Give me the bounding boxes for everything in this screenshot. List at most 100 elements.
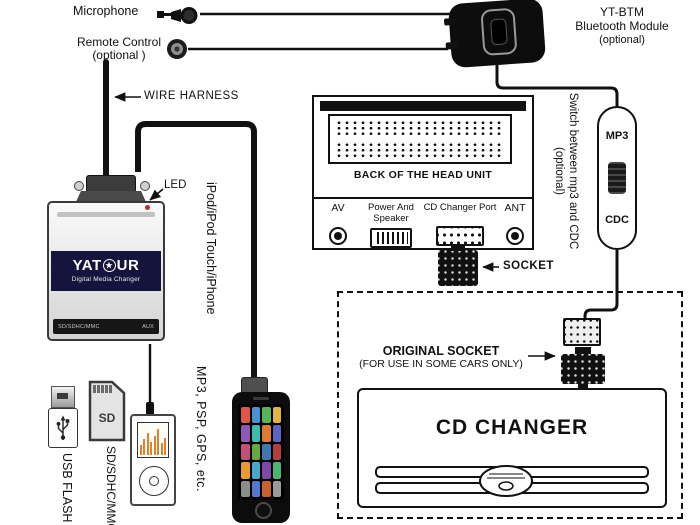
yatour-subtitle: Digital Media Changer (71, 276, 141, 283)
app-icon (241, 407, 250, 424)
socket-label: SOCKET (503, 260, 554, 272)
app-icon (251, 407, 260, 424)
port-av: AV (318, 203, 358, 245)
power-speaker-connector-icon (370, 228, 412, 248)
aux-plug (146, 402, 154, 415)
switch-cdc-label: CDC (605, 214, 629, 226)
original-socket-label-line2: (FOR USE IN SOME CARS ONLY) (359, 358, 523, 370)
led-indicator (145, 205, 150, 210)
eq-bar (160, 443, 163, 455)
sd-card-label: SD/SDHC/MMC (104, 446, 118, 525)
switch-vertical-label-line1: Switch between mp3 and CDC (567, 92, 579, 250)
original-socket-connector (560, 318, 606, 390)
app-icon (272, 462, 281, 479)
remote-control-label-line2: (optional ) (92, 48, 146, 62)
iphone-home-button (254, 502, 272, 519)
microphone-label: Microphone (73, 4, 139, 18)
eq-bar (143, 439, 146, 455)
head-unit: BACK OF THE HEAD UNIT AV Power And Speak… (312, 95, 534, 250)
app-icon (251, 462, 260, 479)
mp3-cdc-switch: MP3 CDC (597, 106, 637, 250)
switch-vertical-label: Switch between mp3 and CDC (optional) (552, 86, 580, 256)
app-icon (272, 425, 281, 442)
original-socket-stub (578, 384, 588, 390)
app-icon (251, 443, 260, 461)
port-power-label: Power And Speaker (368, 202, 414, 224)
eq-bar (164, 438, 166, 455)
bluetooth-module (443, 0, 547, 69)
slot-label: SD/SDHC/MMC (58, 323, 100, 330)
sd-logo-text: SD (99, 411, 116, 425)
led-arrow (149, 188, 164, 201)
usb-flash-drive (48, 386, 78, 448)
usb-flash-label: USB FLASH (60, 453, 74, 523)
port-cd-label: CD Changer Port (423, 202, 497, 213)
ant-jack-icon (506, 227, 524, 245)
bt-cable-stub (445, 41, 459, 50)
eq-bar (150, 442, 153, 455)
mp3-player-screen (137, 422, 169, 458)
connector-holes (335, 120, 505, 136)
bt-module-button (490, 18, 508, 46)
bt-to-switch-wire (495, 60, 619, 108)
bt-module-label-line3: (optional) (599, 34, 645, 46)
logo-prefix: YAT (72, 257, 102, 274)
port-av-label: AV (331, 202, 345, 214)
app-icon (272, 407, 281, 424)
app-icon (241, 443, 250, 461)
microphone-icon (157, 7, 198, 24)
mp3-player (130, 414, 176, 506)
remote-control-label-line1: Remote Control (76, 35, 162, 49)
brand-band: YAT★UR Digital Media Changer (51, 251, 161, 291)
usb-connector-hole (57, 393, 68, 399)
cd-changer-title: CD CHANGER (435, 416, 589, 439)
aux-label: AUX (142, 323, 154, 330)
cd-changer-unit: CD CHANGER (357, 388, 667, 508)
connector-screw (140, 181, 150, 191)
usb-logo-icon (56, 415, 70, 440)
ipod-cable-label: iPod/iPod Touch/iPhone (204, 182, 218, 315)
connector-screw (74, 181, 84, 191)
yatour-body: YAT★UR Digital Media Changer SD/SDHC/MMC… (47, 201, 165, 341)
connector-mount (76, 191, 146, 202)
original-socket-joint (575, 347, 591, 354)
bt-cable-stub (443, 17, 457, 26)
wire-harness-label: WIRE HARNESS (144, 90, 239, 102)
app-icon (241, 480, 250, 497)
usb-flash-body (48, 408, 78, 448)
switch-mp3-label: MP3 (605, 130, 629, 142)
cd-changer-port-connector-icon (436, 226, 484, 246)
head-unit-divider (312, 197, 534, 199)
av-jack-icon (329, 227, 347, 245)
star-glyph: ★ (105, 261, 113, 270)
sd-card: SD (88, 380, 126, 442)
led-label: LED (164, 179, 187, 191)
app-icon (262, 443, 271, 461)
iphone-screen (238, 404, 284, 500)
bt-module-label-line2: Bluetooth Module (575, 19, 669, 33)
app-icon (262, 407, 271, 424)
original-socket-label-line1: ORIGINAL SOCKET (382, 344, 500, 358)
head-unit-connector-panel (328, 114, 512, 164)
body-groove (57, 212, 155, 217)
iphone (232, 392, 290, 523)
app-icon (262, 480, 271, 497)
yatour-logo: YAT★UR (51, 257, 161, 274)
mp3-devices-label: MP3, PSP, GPS, etc. (194, 366, 208, 492)
eq-bar (146, 433, 149, 455)
port-ant-label: ANT (504, 202, 526, 214)
yatour-star-icon: ★ (102, 259, 116, 272)
switch-vertical-label-line2: (optional) (553, 147, 565, 195)
app-icon (251, 480, 260, 497)
port-cd-changer: CD Changer Port (422, 202, 498, 246)
app-icon (262, 462, 271, 479)
eq-bar (140, 445, 142, 455)
db15-connector (86, 175, 136, 193)
original-socket-label: ORIGINAL SOCKET (FOR USE IN SOME CARS ON… (342, 344, 540, 370)
app-icon (272, 443, 281, 461)
connector-holes (335, 142, 505, 158)
port-ant: ANT (500, 203, 530, 245)
remote-control-label: Remote Control (optional ) (73, 36, 165, 62)
